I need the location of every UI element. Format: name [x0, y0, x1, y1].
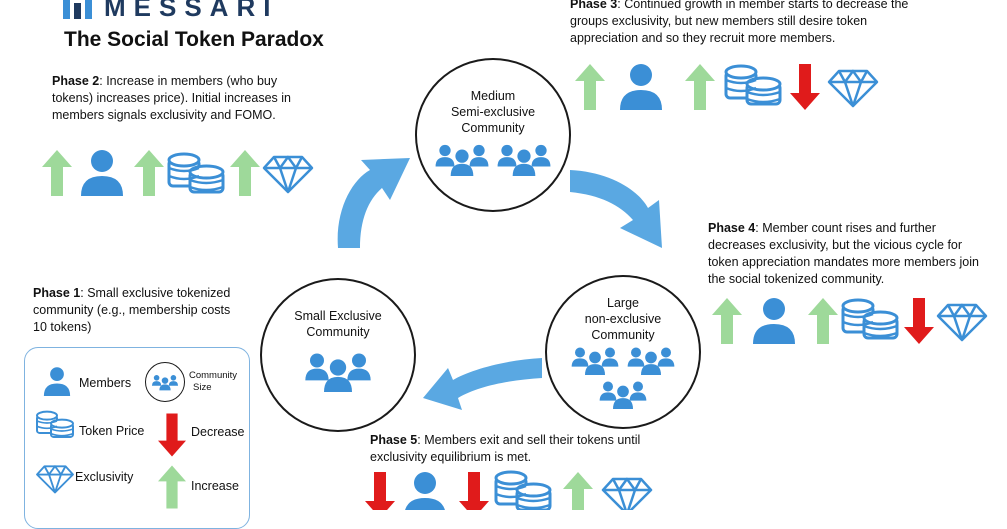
legend-members-label: Members	[79, 376, 132, 390]
circle-medium-label-1: Medium	[470, 89, 516, 103]
group-icon	[151, 373, 179, 391]
phase-2-text: Phase 2: Increase in members (who buy to…	[52, 73, 317, 124]
messari-logo-icon	[63, 0, 92, 19]
legend-exclusivity-label: Exclusivity	[75, 470, 134, 484]
brand-logo: MESSARI	[62, 0, 278, 23]
legend-community-label: Community	[189, 370, 238, 381]
circle-medium-label-3: Community	[461, 121, 525, 135]
circle-small-community: Small Exclusive Community	[260, 278, 416, 432]
up-arrow-icon	[575, 64, 605, 110]
person-icon	[78, 148, 126, 196]
phase-3-body: : Continued growth in member starts to d…	[570, 0, 909, 45]
up-arrow-icon	[42, 150, 72, 196]
cycle-arrow-right-down	[570, 170, 662, 248]
phase-4-head: Phase 4	[708, 221, 756, 235]
up-arrow-icon	[685, 64, 715, 110]
circle-large-label-2: non-exclusive	[584, 312, 662, 326]
down-arrow-icon	[459, 472, 489, 510]
up-arrow-icon	[230, 150, 260, 196]
group-icon	[625, 345, 677, 375]
phase-3-text: Phase 3: Continued growth in member star…	[570, 0, 930, 47]
legend-increase-label: Increase	[191, 479, 239, 493]
down-arrow-icon	[158, 412, 186, 458]
up-arrow-icon	[134, 150, 164, 196]
phase-4-body: : Member count rises and further decreas…	[708, 221, 979, 286]
group-icon	[433, 142, 491, 176]
legend-token-price-label: Token Price	[79, 424, 145, 438]
phase-1-head: Phase 1	[33, 286, 81, 300]
circle-large-label-3: Community	[591, 328, 655, 342]
group-icon	[303, 350, 373, 392]
down-arrow-icon	[904, 298, 934, 344]
up-arrow-icon	[158, 464, 186, 510]
group-icon	[569, 345, 621, 375]
legend-box: Members Community Size Token Price Decre…	[24, 347, 250, 529]
diamond-icon	[601, 476, 653, 510]
community-size-circle	[145, 362, 185, 402]
circle-small-label-1: Small Exclusive	[294, 309, 382, 323]
phase-2-head: Phase 2	[52, 74, 100, 88]
coins-icon	[166, 152, 226, 196]
up-arrow-icon	[563, 472, 593, 510]
phase-1-text: Phase 1: Small exclusive tokenized commu…	[33, 285, 233, 336]
cycle-arrows	[337, 158, 662, 410]
circle-large-label-1: Large	[607, 296, 639, 310]
diamond-icon	[35, 464, 75, 494]
circle-medium-label-2: Semi-exclusive	[450, 105, 536, 119]
cycle-arrow-up-left	[337, 158, 410, 248]
down-arrow-icon	[790, 64, 820, 110]
up-arrow-icon	[808, 298, 838, 344]
diamond-icon	[827, 68, 879, 108]
phase-5-icons	[365, 470, 665, 510]
person-icon	[750, 296, 798, 344]
circle-medium-community: Medium Semi-exclusive Community	[415, 58, 571, 212]
phase-5-text: Phase 5: Members exit and sell their tok…	[370, 432, 670, 466]
circle-large-community: Large non-exclusive Community	[545, 275, 701, 429]
diamond-icon	[936, 302, 988, 342]
phase-4-text: Phase 4: Member count rises and further …	[708, 220, 993, 288]
coins-icon	[723, 64, 783, 108]
legend-size-label: Size	[193, 382, 212, 393]
phase-1-body: : Small exclusive tokenized community (e…	[33, 286, 231, 334]
person-icon	[617, 62, 665, 110]
group-icons	[417, 142, 569, 180]
coins-icon	[493, 470, 553, 510]
phase-2-body: : Increase in members (who buy tokens) i…	[52, 74, 291, 122]
phase-5-body: : Members exit and sell their tokens unt…	[370, 433, 641, 464]
person-icon	[401, 470, 449, 510]
up-arrow-icon	[712, 298, 742, 344]
down-arrow-icon	[365, 472, 395, 510]
phase-5-head: Phase 5	[370, 433, 418, 447]
cycle-arrow-left	[423, 358, 542, 410]
legend-decrease-label: Decrease	[191, 425, 245, 439]
circle-small-label-2: Community	[306, 325, 370, 339]
person-icon	[42, 366, 72, 396]
brand-name: MESSARI	[104, 0, 279, 22]
diamond-icon	[262, 154, 314, 194]
coins-icon	[35, 410, 75, 440]
group-icon	[495, 142, 553, 176]
phase-3-head: Phase 3	[570, 0, 618, 11]
page-title: The Social Token Paradox	[64, 28, 324, 51]
group-icon	[597, 379, 649, 409]
coins-icon	[840, 298, 900, 342]
